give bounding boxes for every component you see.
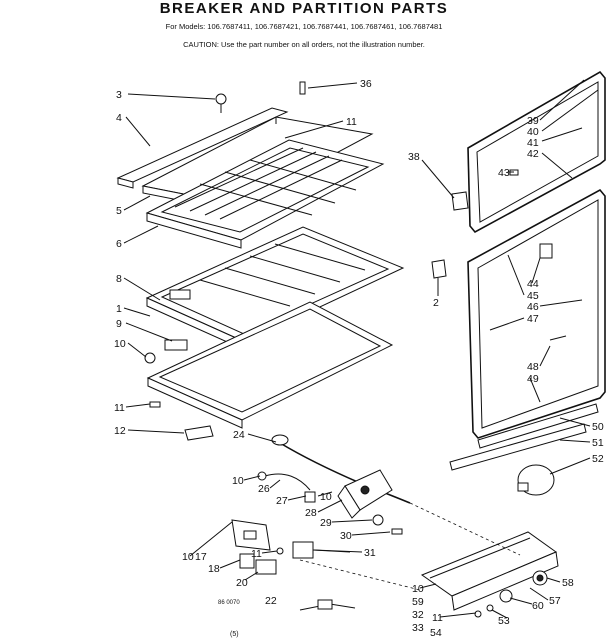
callout-2: 2: [433, 297, 439, 309]
bracket-part-17: [231, 519, 271, 551]
callout-9: 9: [116, 318, 122, 330]
callout-10-console: 10: [412, 583, 424, 595]
callout-29: 29: [320, 517, 332, 529]
screw-part-30: [391, 528, 403, 535]
callout-45: 45: [527, 290, 539, 302]
callout-57: 57: [549, 595, 561, 607]
screw-part-11-bottom: [276, 547, 284, 555]
screw-part-11-left: [149, 401, 161, 408]
pin-part-36: [299, 81, 306, 95]
harness-part-22: [299, 599, 356, 611]
lamp-part-52: [517, 464, 555, 496]
callout-49: 49: [527, 373, 539, 385]
callout-40: 40: [527, 126, 539, 138]
clip-part-12: [184, 425, 214, 441]
callout-59: 59: [412, 596, 424, 608]
callout-53: 53: [498, 615, 510, 627]
partition-frame-upper: [145, 139, 385, 249]
screw-part-3: [215, 93, 227, 113]
switch-part-18: [239, 553, 255, 569]
console-part-57: [420, 531, 559, 611]
breaker-frame-lower-right: [467, 188, 606, 439]
callout-43: 43: [498, 167, 510, 179]
callout-10-heater: 10: [232, 475, 244, 487]
breaker-frame-upper-right: [467, 70, 606, 234]
screws-part-53: [474, 604, 494, 618]
partition-tray-lower: [146, 301, 394, 429]
grommet-part-10-left: [144, 352, 156, 364]
callout-11-switch: 11: [251, 548, 262, 560]
callout-28: 28: [305, 507, 317, 519]
callout-11: 11: [346, 116, 357, 128]
page-title: BREAKER AND PARTITION PARTS: [159, 0, 449, 17]
callout-42: 42: [527, 148, 539, 160]
switch-part-60: [499, 589, 513, 603]
clip-part-2: [431, 259, 447, 279]
callout-22: 22: [265, 595, 277, 607]
callout-5: 5: [116, 205, 122, 217]
clip-part-38: [451, 191, 469, 211]
strip-part-51: [449, 423, 587, 471]
strip-part-50: [477, 403, 599, 449]
callout-11-console: 11: [432, 612, 443, 624]
callout-12: 12: [114, 425, 126, 437]
diagram-code: 86 0070: [218, 600, 240, 606]
callout-36: 36: [360, 78, 372, 90]
callout-31: 31: [364, 547, 376, 559]
callout-20: 20: [236, 577, 248, 589]
grommet-part-29: [372, 514, 384, 526]
callout-44: 44: [527, 278, 539, 290]
callout-11-left: 11: [114, 402, 125, 414]
callout-26: 26: [258, 483, 270, 495]
callout-39: 39: [527, 115, 539, 127]
caution-note: CAUTION: Use the part number on all orde…: [183, 40, 425, 49]
screw-part-48: [549, 335, 567, 341]
callout-10-terminal: 10: [320, 491, 332, 503]
callout-52: 52: [592, 453, 604, 465]
callout-60: 60: [532, 600, 544, 612]
callout-1: 1: [116, 303, 122, 315]
callout-48: 48: [527, 361, 539, 373]
callout-24: 24: [233, 429, 245, 441]
leader-lines: [123, 79, 599, 619]
callout-50: 50: [592, 421, 604, 433]
light-socket-part-58: [532, 570, 548, 586]
callout-32: 32: [412, 609, 424, 621]
callout-38: 38: [408, 151, 420, 163]
callout-47: 47: [527, 313, 539, 325]
callout-54: 54: [430, 627, 442, 639]
callout-58: 58: [562, 577, 574, 589]
breaker-strip-top: [116, 107, 289, 189]
callout-46: 46: [527, 301, 539, 313]
callout-labels: 3 36 4 11 5 6 8 1 9 10 11 12 24 10 26 27…: [114, 78, 604, 639]
callout-41: 41: [527, 137, 539, 149]
housing-part-28: [337, 469, 393, 519]
callout-8: 8: [116, 273, 122, 285]
callout-6: 6: [116, 238, 122, 250]
terminal-part-27: [304, 491, 316, 503]
thermostat-part-20: [255, 559, 277, 575]
callout-18: 18: [208, 563, 220, 575]
callout-30: 30: [340, 530, 352, 542]
callout-17: 17: [195, 551, 207, 563]
callout-10: 10: [114, 338, 126, 350]
callout-4: 4: [116, 112, 122, 124]
page-number: (5): [230, 631, 239, 638]
terminal-part-26: [257, 471, 311, 491]
callout-27: 27: [276, 495, 288, 507]
callout-33: 33: [412, 622, 424, 634]
callout-3: 3: [116, 89, 122, 101]
callout-10-bracket: 10: [182, 551, 194, 563]
callout-51: 51: [592, 437, 604, 449]
model-list: For Models: 106.7687411, 106.7687421, 10…: [165, 22, 443, 31]
partition-tray-middle: [145, 226, 405, 351]
